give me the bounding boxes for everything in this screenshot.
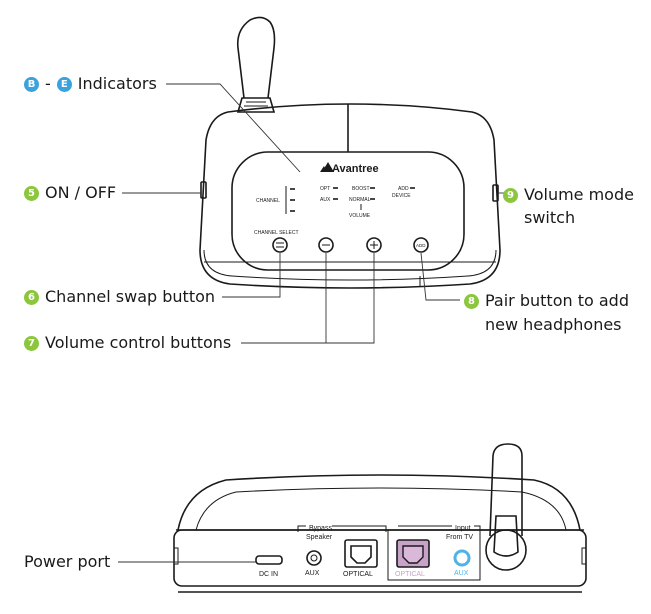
volume-control-label: Volume control buttons (45, 333, 232, 352)
indicators-label: Indicators (77, 74, 157, 93)
power-port-label: Power port (24, 552, 111, 571)
antenna-front (236, 16, 276, 113)
pair-button-label-1: Pair button to add (485, 291, 629, 310)
optical-out-port[interactable] (344, 539, 378, 568)
callout-volume-mode-line2: switch (524, 208, 575, 228)
badge-9: 9 (503, 188, 518, 203)
dc-in-port[interactable] (255, 555, 283, 565)
callout-power-port: Power port (24, 552, 110, 572)
aux-out-port[interactable] (306, 550, 322, 566)
aux-in-port[interactable] (453, 549, 471, 567)
avantree-logo-icon (320, 162, 334, 172)
badge-b: B (24, 77, 39, 92)
channel-select-label: CHANNEL SELECT (254, 230, 299, 236)
volume-down-button[interactable] (318, 237, 334, 253)
callout-on-off: 5 ON / OFF (24, 183, 116, 203)
optical-out-label: OPTICAL (343, 571, 373, 578)
antenna-base (485, 529, 527, 571)
callout-volume-control: 7 Volume control buttons (24, 333, 231, 353)
callout-volume-mode: 9 Volume mode (503, 185, 634, 205)
front-device: Avantree CHANNEL OPT AUX BOOST NORMAL VO… (199, 16, 501, 289)
volume-mode-switch[interactable] (492, 184, 499, 202)
brand-text: Avantree (332, 163, 379, 175)
boost-label: BOOST (352, 186, 370, 192)
bypass-line2: Speaker (306, 534, 333, 541)
aux-label: AUX (320, 197, 331, 203)
aux-in-label: AUX (454, 570, 469, 577)
opt-label: OPT (320, 186, 330, 192)
antenna-back (489, 443, 523, 537)
channel-swap-button[interactable] (272, 237, 288, 253)
volume-label: VOLUME (349, 213, 371, 219)
callout-pair-button-line2: new headphones (485, 315, 622, 335)
callout-pair-button: 8 Pair button to add (464, 291, 629, 311)
power-switch[interactable] (200, 181, 207, 199)
pair-button-label-2: new headphones (485, 315, 622, 334)
optical-in-label: OPTICAL (395, 571, 425, 578)
bypass-line1: Bypass (309, 525, 332, 532)
volume-mode-label-2: switch (524, 208, 576, 227)
channel-swap-label: Channel swap button (45, 287, 216, 306)
callout-indicators: B-E Indicators (24, 74, 157, 94)
volume-mode-label-1: Volume mode (524, 185, 634, 204)
on-off-label: ON / OFF (45, 183, 117, 202)
badge-6: 6 (24, 290, 39, 305)
front-body (199, 103, 501, 289)
volume-up-button[interactable] (366, 237, 382, 253)
badge-8: 8 (464, 294, 479, 309)
add-device-line2: DEVICE (392, 193, 411, 199)
normal-label: NORMAL (349, 197, 371, 203)
add-device-line1: ADD (398, 186, 409, 192)
add-button-label: ADD (416, 243, 426, 248)
callout-channel-swap: 6 Channel swap button (24, 287, 215, 307)
channel-label: CHANNEL (256, 198, 280, 204)
input-line2: From TV (446, 534, 473, 541)
input-group-box (387, 529, 481, 581)
badge-5: 5 (24, 186, 39, 201)
control-panel (231, 151, 465, 271)
badge-e: E (56, 77, 72, 92)
back-device: DC IN Bypass Speaker AUX OPTICAL Input F… (173, 443, 587, 593)
pair-button[interactable] (413, 237, 429, 253)
badge-7: 7 (24, 336, 39, 351)
aux-out-label: AUX (305, 570, 320, 577)
dc-in-label: DC IN (259, 571, 278, 578)
badge-dash: - (45, 74, 51, 93)
input-line1: Input (455, 525, 471, 532)
